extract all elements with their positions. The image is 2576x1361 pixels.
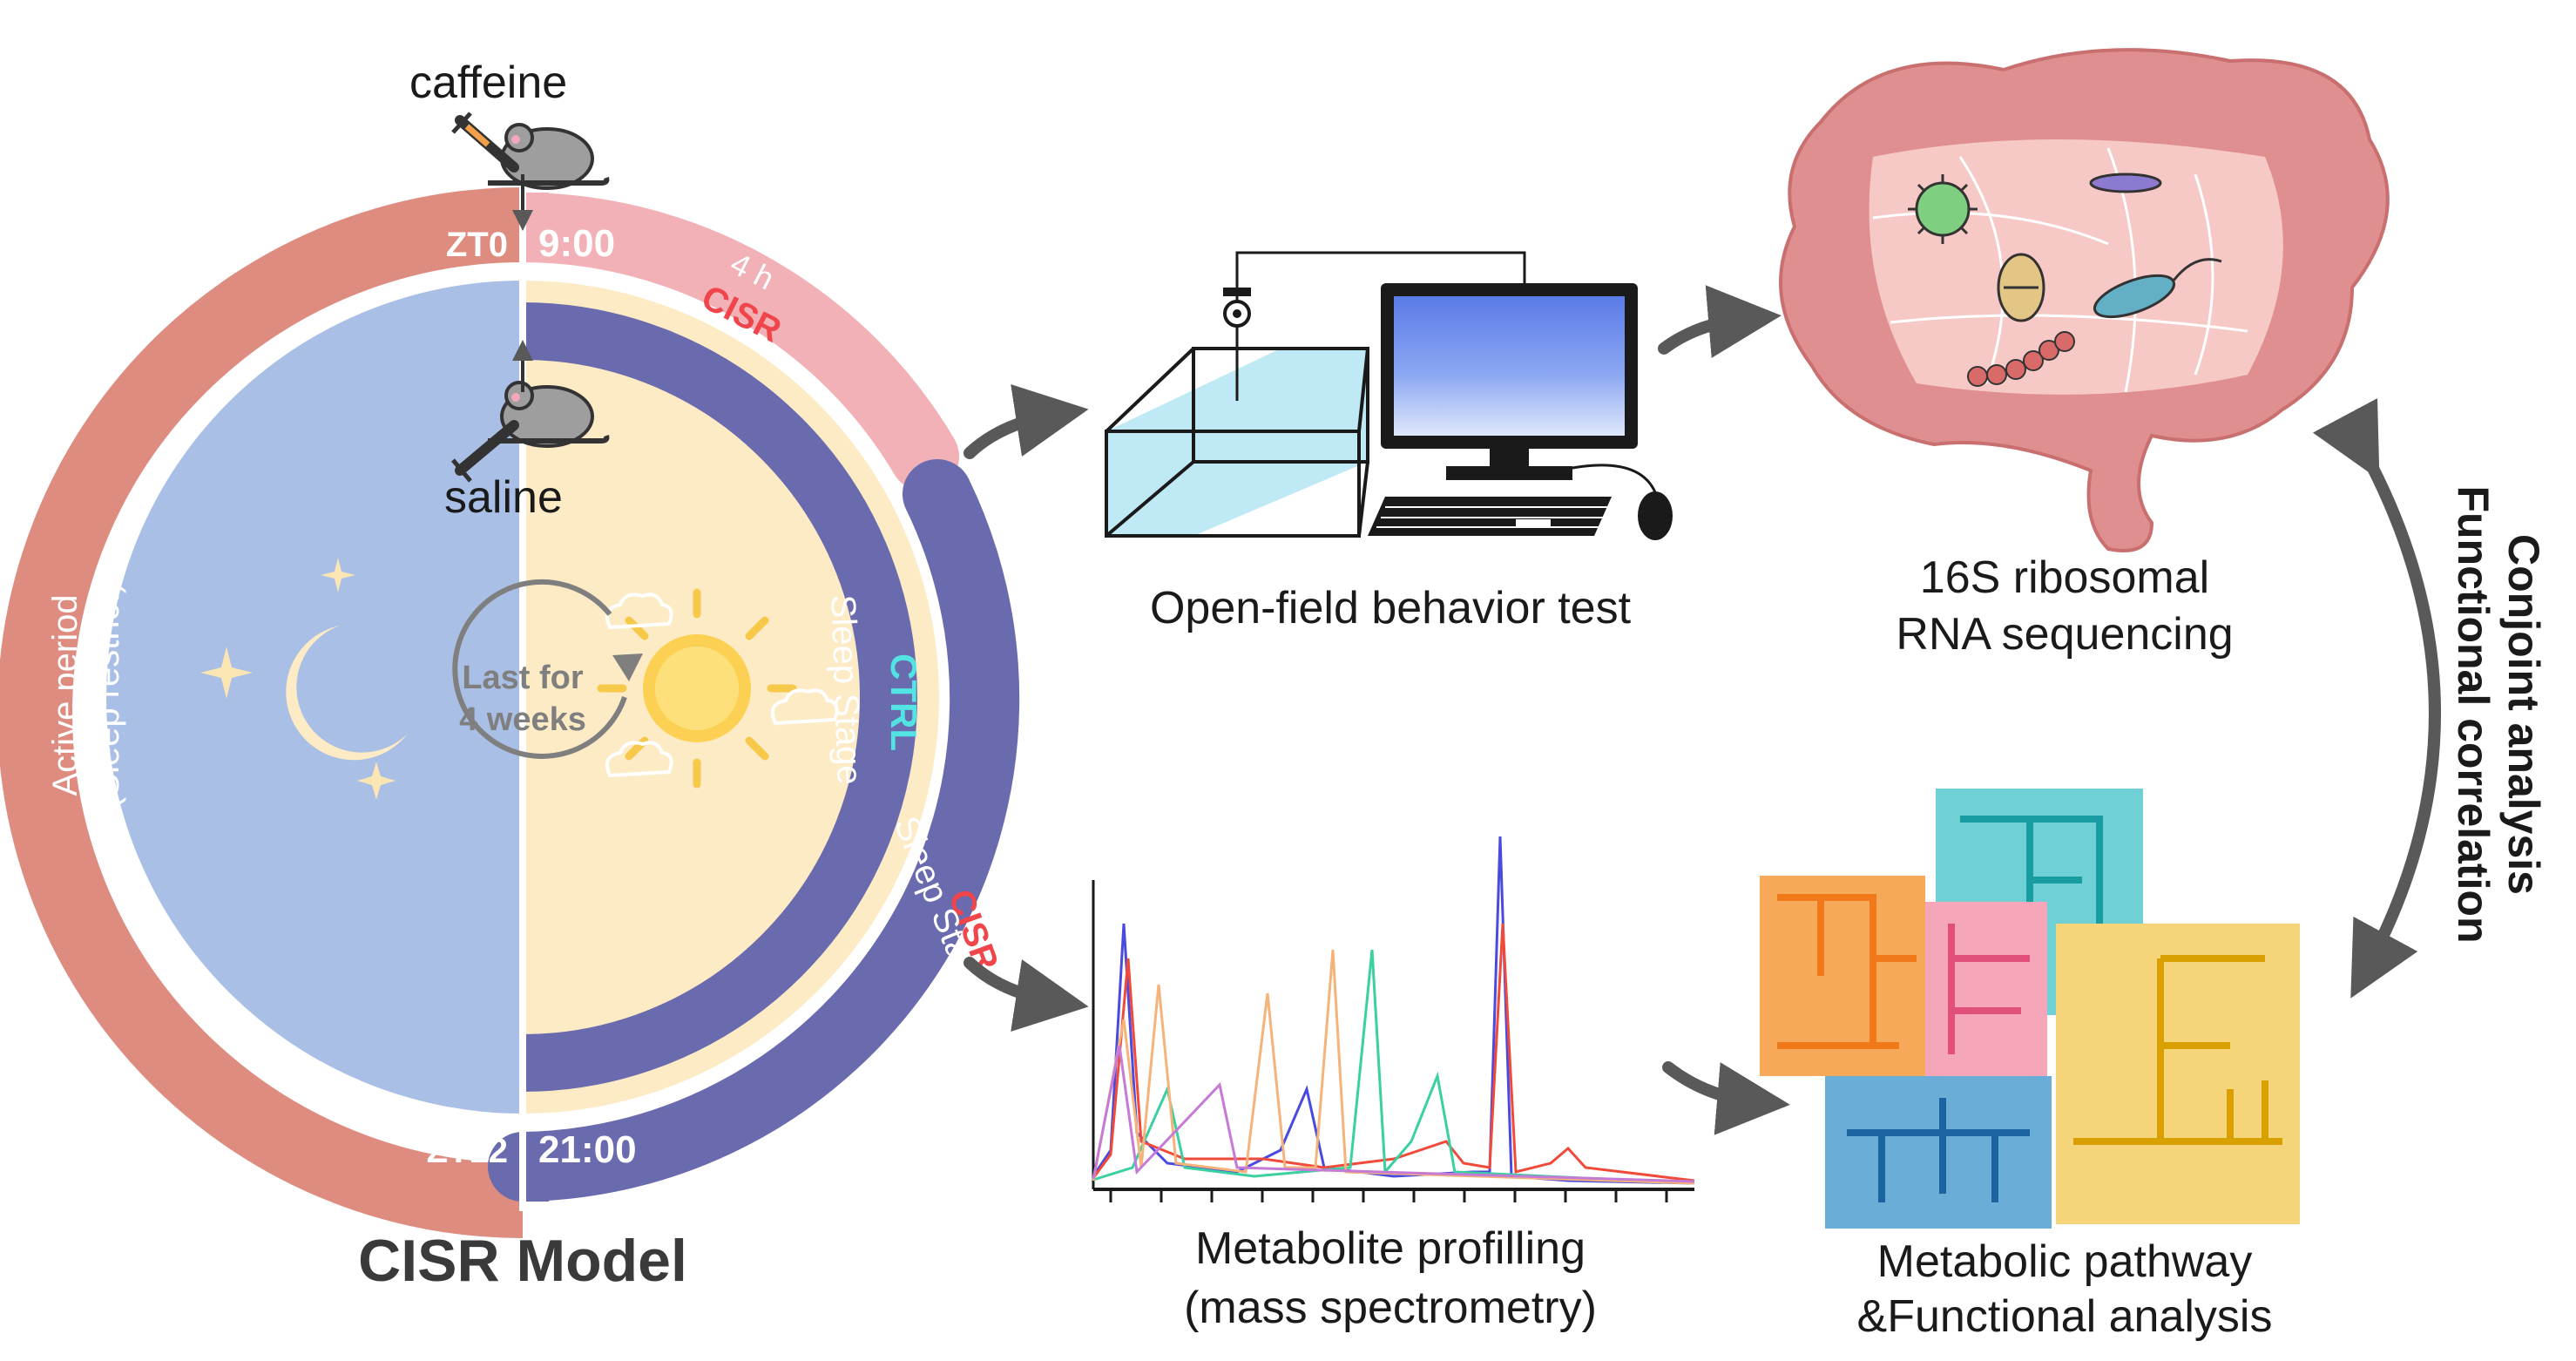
cisr-4h-arc [523, 193, 959, 491]
mass-spectrum-plot [1092, 836, 1695, 1202]
metabolite-caption-line2: (mass spectrometry) [1184, 1283, 1597, 1333]
syringe-icon [451, 420, 519, 483]
ctrl-sleep-arc [523, 302, 917, 1092]
arrow-to-pathway [1662, 1061, 1790, 1135]
sleep-restrict-label: (Sleep restrict) [88, 582, 126, 809]
rna-caption-line1: 16S ribosomal [1920, 552, 2209, 603]
pathway-tiles [1760, 789, 2300, 1229]
metabolite-caption-line1: Metabolite profilling [1195, 1223, 1585, 1274]
conjoint-analysis-label: Conjoint analysis [2499, 534, 2548, 895]
pathway-tile-yellow [2056, 924, 2300, 1224]
pathway-tile-pink [1925, 902, 2047, 1076]
zt12-label: ZT12 [427, 1132, 508, 1170]
ctrl-sleep-stage-label: Sleep Stage [823, 594, 869, 785]
mouse-device-icon [1558, 464, 1673, 540]
cisr-model-diagram: ZT0 9:00 ZT12 21:00 4 h CISR Active peri… [0, 58, 1020, 1294]
bacteria-icon [1997, 253, 2045, 322]
cycle-line1: Last for [462, 660, 584, 696]
rna-caption-line2: RNA sequencing [1896, 609, 2233, 660]
keyboard-icon [1368, 497, 1612, 536]
time-21-label: 21:00 [538, 1128, 637, 1171]
monitor-icon [1381, 283, 1638, 480]
pathway-tile-blue [1825, 1076, 2052, 1229]
arrow-to-rna [1658, 285, 1782, 358]
arrow-to-metabolite [963, 957, 1089, 1033]
bacteria-icon [2093, 258, 2222, 319]
bacteria-icon [2089, 173, 2162, 193]
conjoint-double-arrow [2312, 398, 2441, 999]
pathway-caption-line2: &Functional analysis [1857, 1291, 2273, 1342]
cycle-icon [452, 579, 643, 759]
functional-correlation-label: Functional correlation [2449, 485, 2498, 943]
star-icon [357, 762, 396, 800]
mouse-icon [488, 123, 610, 190]
open-field-caption: Open-field behavior test [1150, 583, 1632, 633]
arrow-to-open-field [963, 383, 1089, 459]
pathway-tile-orange [1760, 876, 1925, 1076]
intestine-illustration [1779, 48, 2390, 552]
bacteria-chain-icon [1967, 331, 2075, 387]
camera-icon [1223, 288, 1251, 328]
syringe-icon [451, 112, 519, 173]
star-icon [200, 647, 253, 699]
active-period-arc [0, 187, 523, 1238]
cloud-icon [771, 688, 839, 726]
active-period-label: Active period [46, 594, 85, 796]
cycle-line2: 4 weeks [459, 701, 586, 738]
open-field-illustration [1105, 251, 1673, 540]
mouse-icon [488, 381, 610, 448]
cloud-icon [605, 592, 673, 630]
pathway-caption-line1: Metabolic pathway [1877, 1236, 2253, 1287]
saline-label: saline [444, 472, 563, 523]
divider-line [519, 183, 526, 1211]
model-title: CISR Model [358, 1228, 687, 1294]
zt0-label: ZT0 [446, 226, 508, 264]
ctrl-label: CTRL [883, 653, 924, 751]
cisr-sleep-arc [488, 459, 1020, 1202]
star-icon [321, 558, 355, 592]
sun-icon [597, 588, 797, 789]
virus-icon [1908, 174, 1978, 244]
time-9-label: 9:00 [538, 222, 615, 265]
caffeine-label: caffeine [409, 58, 567, 108]
cloud-icon [605, 741, 673, 778]
